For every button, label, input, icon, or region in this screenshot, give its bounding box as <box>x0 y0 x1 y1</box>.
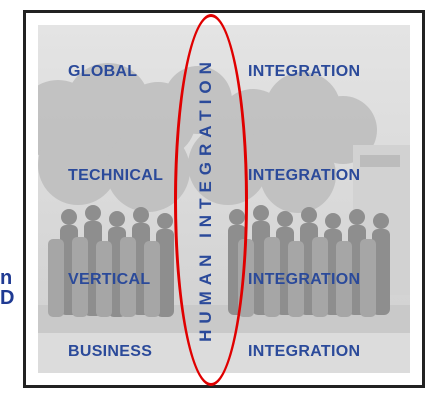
label-integration-3: INTEGRATION <box>248 271 361 288</box>
label-integration-1: INTEGRATION <box>248 63 361 80</box>
label-technical: TECHNICAL <box>68 167 164 184</box>
clipped-edge-glyph-2: D <box>0 288 14 308</box>
label-business: BUSINESS <box>68 343 153 360</box>
label-integration-4: INTEGRATION <box>248 343 361 360</box>
label-integration-2: INTEGRATION <box>248 167 361 184</box>
clipped-edge-glyph-1: n <box>0 268 13 288</box>
label-vertical: VERTICAL <box>68 271 151 288</box>
label-global: GLOBAL <box>68 63 138 80</box>
highlight-ellipse <box>174 14 248 386</box>
